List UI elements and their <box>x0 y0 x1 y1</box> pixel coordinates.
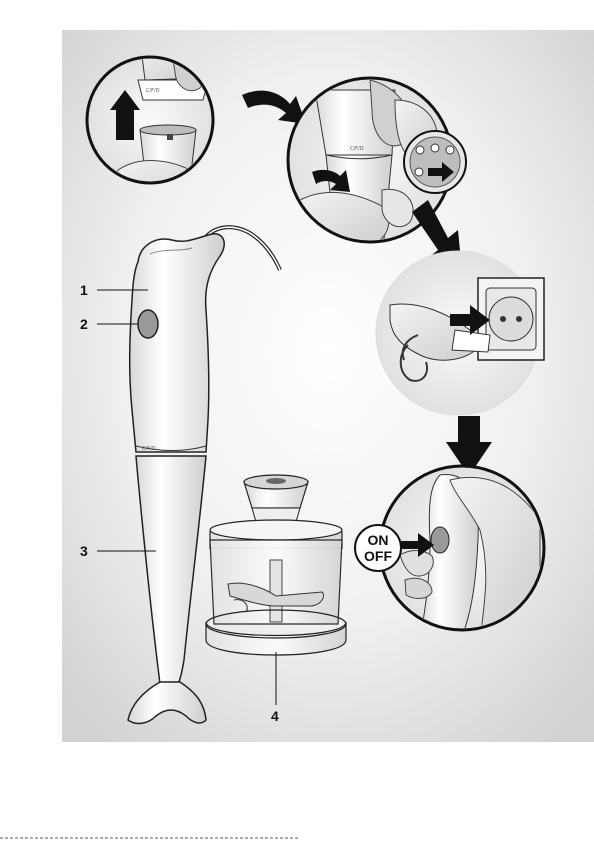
on-off-badge: ON OFF <box>355 525 401 571</box>
callout-number-4: 4 <box>271 708 279 724</box>
off-label: OFF <box>364 548 392 564</box>
on-label: ON <box>368 532 389 548</box>
callout-number-2: 2 <box>80 316 88 332</box>
collar-marking-step-2: C/F/D <box>350 146 364 152</box>
callout-number-3: 3 <box>80 543 88 559</box>
callout-number-1: 1 <box>80 282 88 298</box>
power-button[interactable] <box>138 310 158 338</box>
collar-marking-step-1: C/F/D <box>146 88 160 94</box>
collar-marking-main: C/F/D <box>142 446 156 452</box>
